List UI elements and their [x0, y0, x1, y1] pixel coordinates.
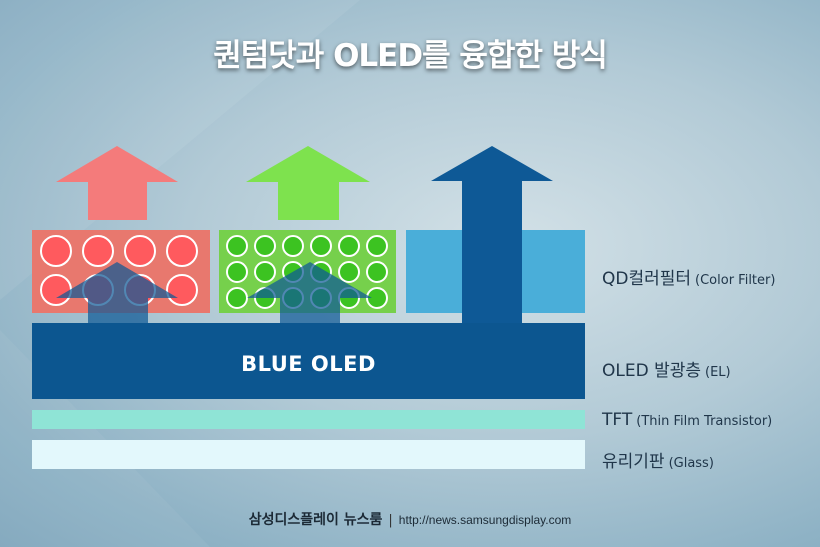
- tft-layer: [32, 410, 585, 429]
- glass-layer: [32, 440, 585, 469]
- qd-filter-label: QD컬러필터(Color Filter): [602, 264, 775, 289]
- tft-label-main: TFT: [602, 410, 633, 430]
- green-output-arrow: [246, 146, 370, 220]
- footer-url: http://news.samsungdisplay.com: [398, 513, 572, 527]
- glass-label: 유리기판(Glass): [602, 447, 714, 472]
- blue-oled-label: BLUE OLED: [241, 352, 376, 376]
- tft-label-sub: (Thin Film Transistor): [636, 414, 773, 429]
- glass-label-sub: (Glass): [668, 456, 714, 471]
- blue-oled-layer: [32, 323, 585, 399]
- oled-label-sub: (EL): [705, 365, 731, 380]
- qd-filter-label-main: QD컬러필터: [602, 269, 692, 289]
- qd-filter-label-sub: (Color Filter): [695, 273, 776, 288]
- tft-label: TFT(Thin Film Transistor): [602, 410, 772, 430]
- footer-separator: |: [388, 513, 393, 528]
- page-title: 퀀텀닷과 OLED를 융합한 방식: [213, 38, 608, 74]
- blue-output-arrow: [431, 146, 553, 323]
- blue-light-arrow-red: [56, 262, 178, 323]
- oled-label-main: OLED 발광층: [602, 361, 702, 381]
- red-output-arrow: [56, 146, 178, 220]
- footer: 삼성디스플레이 뉴스룸 | http://news.samsungdisplay.c…: [0, 509, 820, 529]
- oled-label: OLED 발광층(EL): [602, 356, 731, 381]
- glass-label-main: 유리기판: [602, 452, 665, 472]
- footer-brand: 삼성디스플레이 뉴스룸: [248, 512, 383, 528]
- blue-light-arrow-green: [247, 262, 372, 323]
